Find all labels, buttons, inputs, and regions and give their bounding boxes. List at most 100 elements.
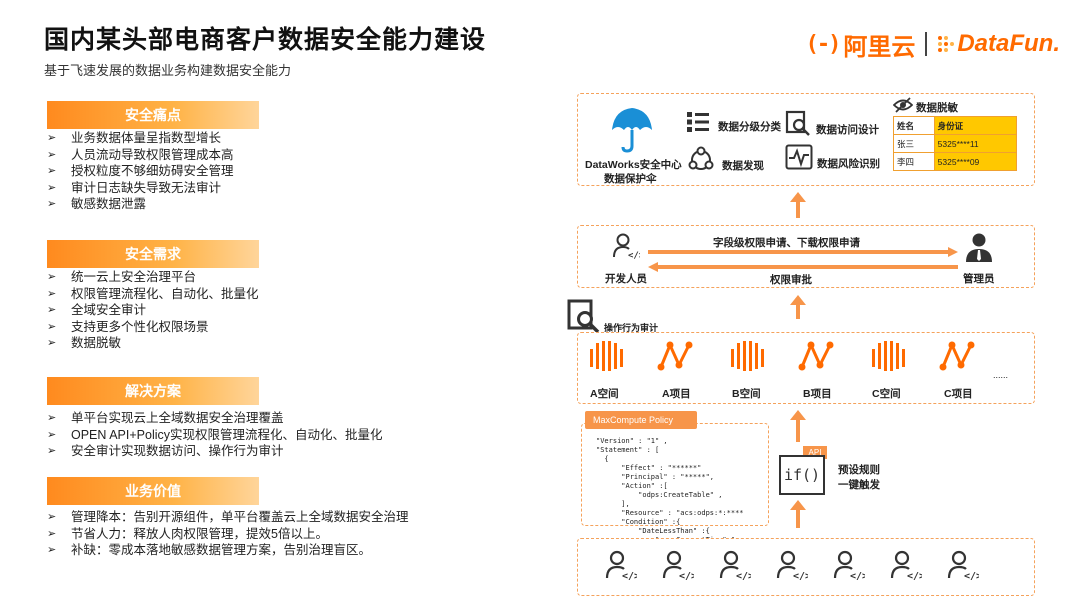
project-label: A空间 (590, 388, 619, 400)
section-value-list: ➢管理降本：告别开源组件，单平台覆盖云上全域数据安全治理 ➢节省人力：释放人肉权… (47, 509, 409, 559)
datafun-dots-icon (938, 36, 955, 52)
flow-arrow-up (790, 500, 806, 528)
discover-network-icon (688, 146, 714, 170)
bullet-arrow-icon: ➢ (47, 527, 57, 540)
access-design-label: 数据访问设计 (816, 124, 879, 136)
bullet-arrow-icon: ➢ (47, 198, 57, 210)
table-cell: 张三 (893, 134, 935, 153)
svg-text:</>: </> (679, 571, 694, 580)
user-developer-icon: </> (662, 550, 694, 580)
section-pain-list: ➢业务数据体量呈指数型增长 ➢人员流动导致权限管理成本高 ➢授权粒度不够细妨碍安… (47, 130, 234, 213)
list-item: ➢授权粒度不够细妨碍安全管理 (47, 164, 234, 178)
svg-text:</>: </> (793, 571, 808, 580)
bullet-arrow-icon: ➢ (47, 544, 57, 556)
user-developer-icon: </> (833, 550, 865, 580)
project-label: C空间 (872, 388, 901, 400)
developer-label: 开发人员 (605, 273, 647, 285)
access-search-icon (785, 110, 810, 136)
bullet-arrow-icon: ➢ (47, 148, 57, 161)
section-need-list: ➢统一云上安全治理平台 ➢权限管理流程化、自动化、批量化 ➢全域安全审计 ➢支持… (47, 269, 259, 352)
table-row: 姓名 身份证 (893, 116, 1018, 135)
list-item: ➢单平台实现云上全域数据安全治理覆盖 (47, 411, 284, 425)
project-b-icon (798, 341, 834, 371)
bullet-arrow-icon: ➢ (47, 271, 57, 283)
aliyun-logo: (-) 阿里云 (806, 27, 916, 62)
svg-text:</>: </> (628, 251, 640, 259)
bullet-arrow-icon: ➢ (47, 445, 57, 457)
bullet-arrow-icon: ➢ (47, 132, 57, 144)
approve-arrow (648, 262, 958, 272)
table-cell: 5325****09 (933, 152, 1018, 171)
svg-text:</>: </> (907, 571, 922, 580)
bullet-arrow-icon: ➢ (47, 320, 57, 333)
flow-arrow-up (790, 410, 806, 442)
svg-text:</>: </> (850, 571, 865, 580)
bullet-arrow-icon: ➢ (47, 337, 57, 349)
list-item: ➢OPEN API+Policy实现权限管理流程化、自动化、批量化 (47, 427, 383, 442)
datafun-logo: DataFun. (937, 30, 1060, 58)
table-header-cell: 姓名 (893, 116, 935, 135)
projects-more: ...... (993, 370, 1009, 380)
section-solution-title: 解决方案 (47, 377, 259, 405)
list-item: ➢支持更多个性化权限场景 (47, 319, 209, 334)
list-item: ➢节省人力：释放人肉权限管理，提效5倍以上。 (47, 526, 328, 541)
bullet-arrow-icon: ➢ (47, 412, 57, 424)
section-solution-list: ➢单平台实现云上全域数据安全治理覆盖 ➢OPEN API+Policy实现权限管… (47, 410, 383, 460)
list-item: ➢审计日志缺失导致无法审计 (47, 180, 222, 195)
list-item: ➢数据脱敏 (47, 336, 122, 350)
table-row: 张三 5325****11 (893, 134, 1018, 153)
bullet-arrow-icon: ➢ (47, 287, 57, 300)
svg-text:</>: </> (736, 571, 751, 580)
admin-icon (966, 233, 992, 262)
umbrella-label: 数据保护伞 (604, 173, 657, 185)
mask-table: 姓名 身份证 张三 5325****11 李四 5325****09 (893, 116, 1018, 171)
svg-text:</>: </> (622, 571, 637, 580)
projects-box (577, 332, 1035, 404)
project-a-icon (657, 341, 693, 371)
list-item: ➢敏感数据泄露 (47, 197, 147, 211)
user-developer-icon: </> (776, 550, 808, 580)
risk-label: 数据风险识别 (817, 158, 880, 170)
list-item: ➢全域安全审计 (47, 303, 147, 317)
table-cell: 5325****11 (933, 134, 1018, 153)
request-arrow (648, 247, 958, 257)
approve-label: 权限审批 (770, 274, 812, 286)
list-item: ➢补缺：零成本落地敏感数据管理方案，告别治理盲区。 (47, 543, 372, 557)
developer-icon: </> (613, 233, 640, 259)
classify-label: 数据分级分类 (718, 121, 781, 133)
user-developer-icon: </> (890, 550, 922, 580)
approval-box (577, 225, 1035, 288)
list-item: ➢业务数据体量呈指数型增长 (47, 131, 222, 145)
project-c-icon (939, 341, 975, 371)
request-label: 字段级权限申请、下载权限申请 (713, 237, 860, 249)
admin-label: 管理员 (963, 273, 995, 285)
page-subtitle: 基于飞速发展的数据业务构建数据安全能力 (44, 63, 292, 78)
dataworks-label: DataWorks安全中心 (585, 159, 682, 171)
space-c-icon (872, 341, 905, 371)
aliyun-logo-mark: (-) (805, 31, 842, 57)
project-label: A项目 (662, 388, 691, 400)
risk-monitor-icon (785, 144, 813, 170)
logo-area: (-) 阿里云 DataFun. (806, 27, 1060, 62)
list-item: ➢权限管理流程化、自动化、批量化 (47, 286, 259, 301)
umbrella-icon (612, 108, 652, 153)
page-title: 国内某头部电商客户数据安全能力建设 (44, 26, 487, 54)
list-item: ➢人员流动导致权限管理成本高 (47, 147, 234, 162)
project-label: C项目 (944, 388, 973, 400)
audit-label: 操作行为审计 (604, 323, 659, 333)
table-header-cell: 身份证 (933, 116, 1018, 135)
bullet-arrow-icon: ➢ (47, 304, 57, 316)
list-item: ➢安全审计实现数据访问、操作行为审计 (47, 444, 284, 458)
section-pain-title: 安全痛点 (47, 101, 259, 129)
api-rule-line1: 预设规则 (838, 464, 880, 476)
list-item: ➢管理降本：告别开源组件，单平台覆盖云上全域数据安全治理 (47, 510, 409, 524)
mask-title: 数据脱敏 (916, 102, 958, 114)
user-developer-icon: </> (719, 550, 751, 580)
section-value-title: 业务价值 (47, 477, 259, 505)
table-cell: 李四 (893, 152, 935, 171)
bullet-arrow-icon: ➢ (47, 181, 57, 194)
project-label: B空间 (732, 388, 761, 400)
table-row: 李四 5325****09 (893, 152, 1018, 171)
datafun-logo-text: DataFun. (957, 30, 1060, 57)
policy-badge: MaxCompute Policy (585, 411, 697, 429)
